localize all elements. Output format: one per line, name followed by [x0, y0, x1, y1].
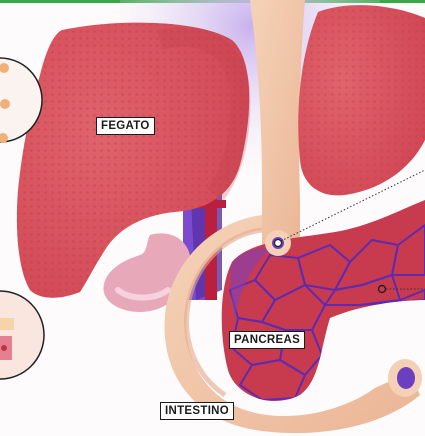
pancreas-label: PANCREAS — [229, 331, 305, 349]
liver-right-lobe-texture — [298, 5, 425, 195]
intestine-opening-inner — [397, 367, 415, 389]
duct-marker-left — [275, 240, 282, 247]
liver-label: FEGATO — [96, 117, 155, 135]
zoom-circle-bottom — [0, 291, 44, 379]
intestine-label: INTESTINO — [160, 402, 234, 420]
